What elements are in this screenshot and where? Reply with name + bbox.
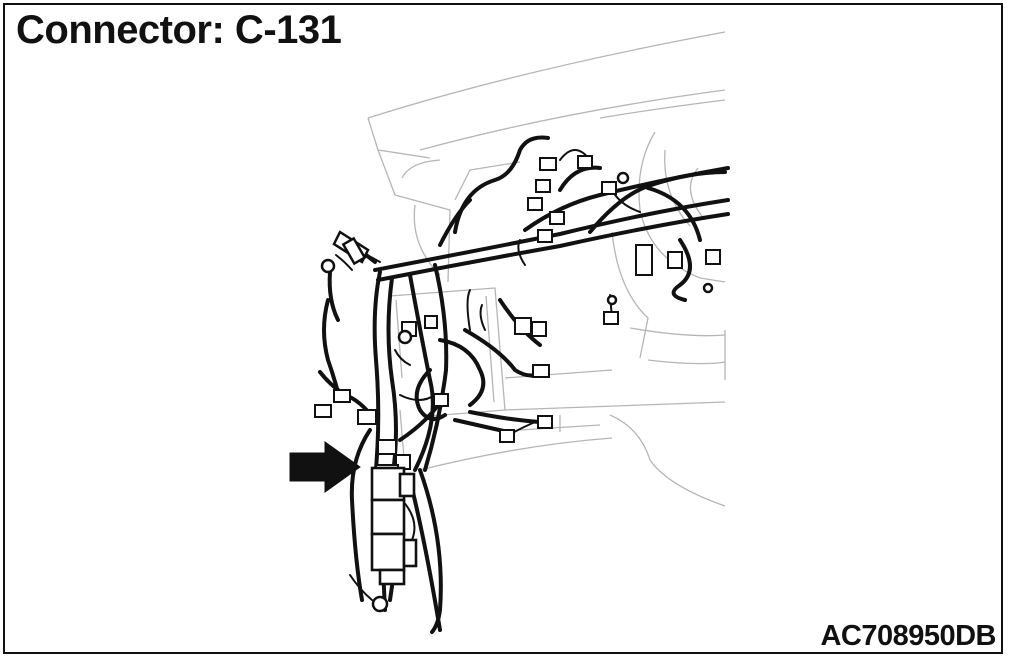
connector — [333, 389, 351, 403]
c131-connector — [370, 466, 418, 586]
connector — [433, 393, 449, 407]
page-title: Connector: C-131 — [16, 8, 342, 52]
connector — [537, 415, 553, 429]
arrow-right-icon — [289, 441, 361, 493]
connector — [377, 439, 397, 455]
connector — [424, 315, 438, 329]
connector — [577, 155, 593, 169]
connector — [499, 429, 515, 443]
connector — [527, 197, 543, 211]
connector — [537, 229, 553, 243]
connector — [603, 311, 619, 325]
connector — [549, 211, 565, 225]
connector — [357, 409, 377, 425]
dashboard-outline — [367, 31, 726, 507]
connector — [539, 157, 557, 171]
connector — [314, 404, 332, 418]
connector — [667, 251, 683, 269]
ground-terminals — [320, 171, 714, 613]
connector — [535, 179, 551, 193]
connector — [532, 364, 550, 378]
diagram-border — [3, 3, 1003, 654]
figure-code: AC708950DB — [820, 620, 996, 652]
connector — [531, 321, 547, 337]
connector — [705, 249, 721, 265]
connector — [635, 244, 653, 276]
connector — [514, 317, 532, 335]
connector — [601, 181, 617, 195]
